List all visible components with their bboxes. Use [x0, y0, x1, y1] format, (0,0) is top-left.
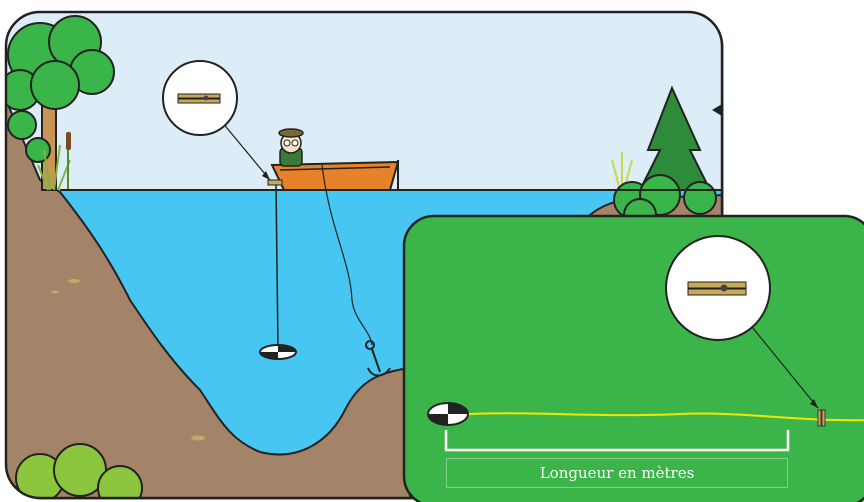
clothespin-callout [163, 61, 237, 135]
clothespin-small-icon [268, 180, 282, 185]
secchi-disk-large-icon [428, 403, 468, 425]
length-label: Longueur en mètres [446, 458, 788, 488]
secchi-disk-icon [260, 345, 296, 359]
fisherman-icon [279, 129, 303, 166]
clothespin-callout-large [666, 236, 770, 340]
